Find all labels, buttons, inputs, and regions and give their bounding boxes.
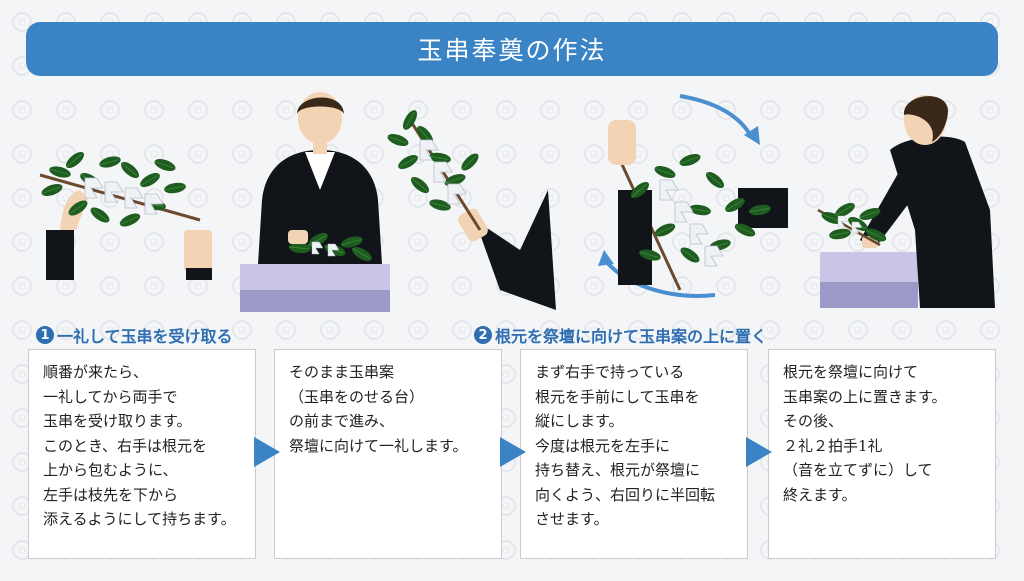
step-1-text: 一礼して玉串を受け取る: [57, 327, 233, 346]
step-2-text: 根元を祭壇に向けて玉串案の上に置く: [495, 327, 768, 346]
card-1-line: 左手は枝先を下から: [43, 485, 179, 504]
card-2-line: 祭壇に向けて一礼します。: [289, 436, 468, 455]
step-2-label: 2 根元を祭壇に向けて玉串案の上に置く: [474, 323, 767, 347]
illustration-bow-at-table: [240, 92, 390, 312]
card-3-line: 向くよう、右回りに半回転: [535, 485, 716, 504]
next-arrow-icon: [254, 437, 280, 467]
illustration-place-on-table: [817, 95, 995, 308]
card-2-line: （玉串をのせる台）: [289, 387, 425, 406]
ceremony-illustrations: [39, 92, 995, 312]
card-3-line: 縦にします。: [535, 412, 624, 430]
instruction-card-1: 順番が来たら、 一礼してから両手で 玉串を受け取ります。 このとき、右手は根元を…: [28, 349, 256, 559]
card-2-line: の前まで進み、: [289, 412, 395, 430]
illustration-receive: [39, 148, 212, 280]
next-arrow-icon: [500, 437, 526, 467]
card-4-line: （音を立てずに）して: [783, 461, 933, 479]
card-4-line: 終えます。: [783, 485, 857, 504]
illustration-turn-vertical: [385, 107, 556, 310]
step-2-number: 2: [474, 326, 492, 344]
page-title: 玉串奉奠の作法: [26, 22, 998, 76]
card-1-line: 上から包むように、: [43, 461, 178, 479]
card-1-line: このとき、右手は根元を: [43, 436, 207, 455]
card-4-line: ２礼２拍手1礼: [783, 436, 883, 455]
card-3-line: させます。: [535, 510, 609, 528]
card-1-line: 添えるようにして持ちます。: [43, 510, 236, 528]
card-3-line: 根元を手前にして玉串を: [535, 387, 700, 406]
card-4-line: 玉串案の上に置きます。: [783, 387, 947, 406]
card-4-line: その後、: [783, 412, 844, 430]
card-3-line: 今度は根元を左手に: [535, 436, 671, 455]
card-1-line: 順番が来たら、: [43, 363, 149, 381]
card-3-line: まず右手で持っている: [535, 363, 685, 381]
card-3-line: 持ち替え、根元が祭壇に: [535, 461, 701, 479]
step-1-label: 1 一礼して玉串を受け取る: [36, 323, 233, 347]
card-4-line: 根元を祭壇に向けて: [783, 363, 919, 381]
instruction-card-2: そのまま玉串案 （玉串をのせる台） の前まで進み、 祭壇に向けて一礼します。: [274, 349, 502, 559]
instruction-card-3: まず右手で持っている 根元を手前にして玉串を 縦にします。 今度は根元を左手に …: [520, 349, 748, 559]
page-title-text: 玉串奉奠の作法: [417, 36, 607, 65]
card-2-line: そのまま玉串案: [289, 363, 395, 381]
card-1-line: 一礼してから両手で: [43, 387, 178, 406]
card-1-line: 玉串を受け取ります。: [43, 412, 192, 430]
illustration-rotate: [598, 94, 788, 298]
next-arrow-icon: [746, 437, 772, 467]
step-1-number: 1: [36, 326, 54, 344]
instruction-card-4: 根元を祭壇に向けて 玉串案の上に置きます。 その後、 ２礼２拍手1礼 （音を立て…: [768, 349, 996, 559]
